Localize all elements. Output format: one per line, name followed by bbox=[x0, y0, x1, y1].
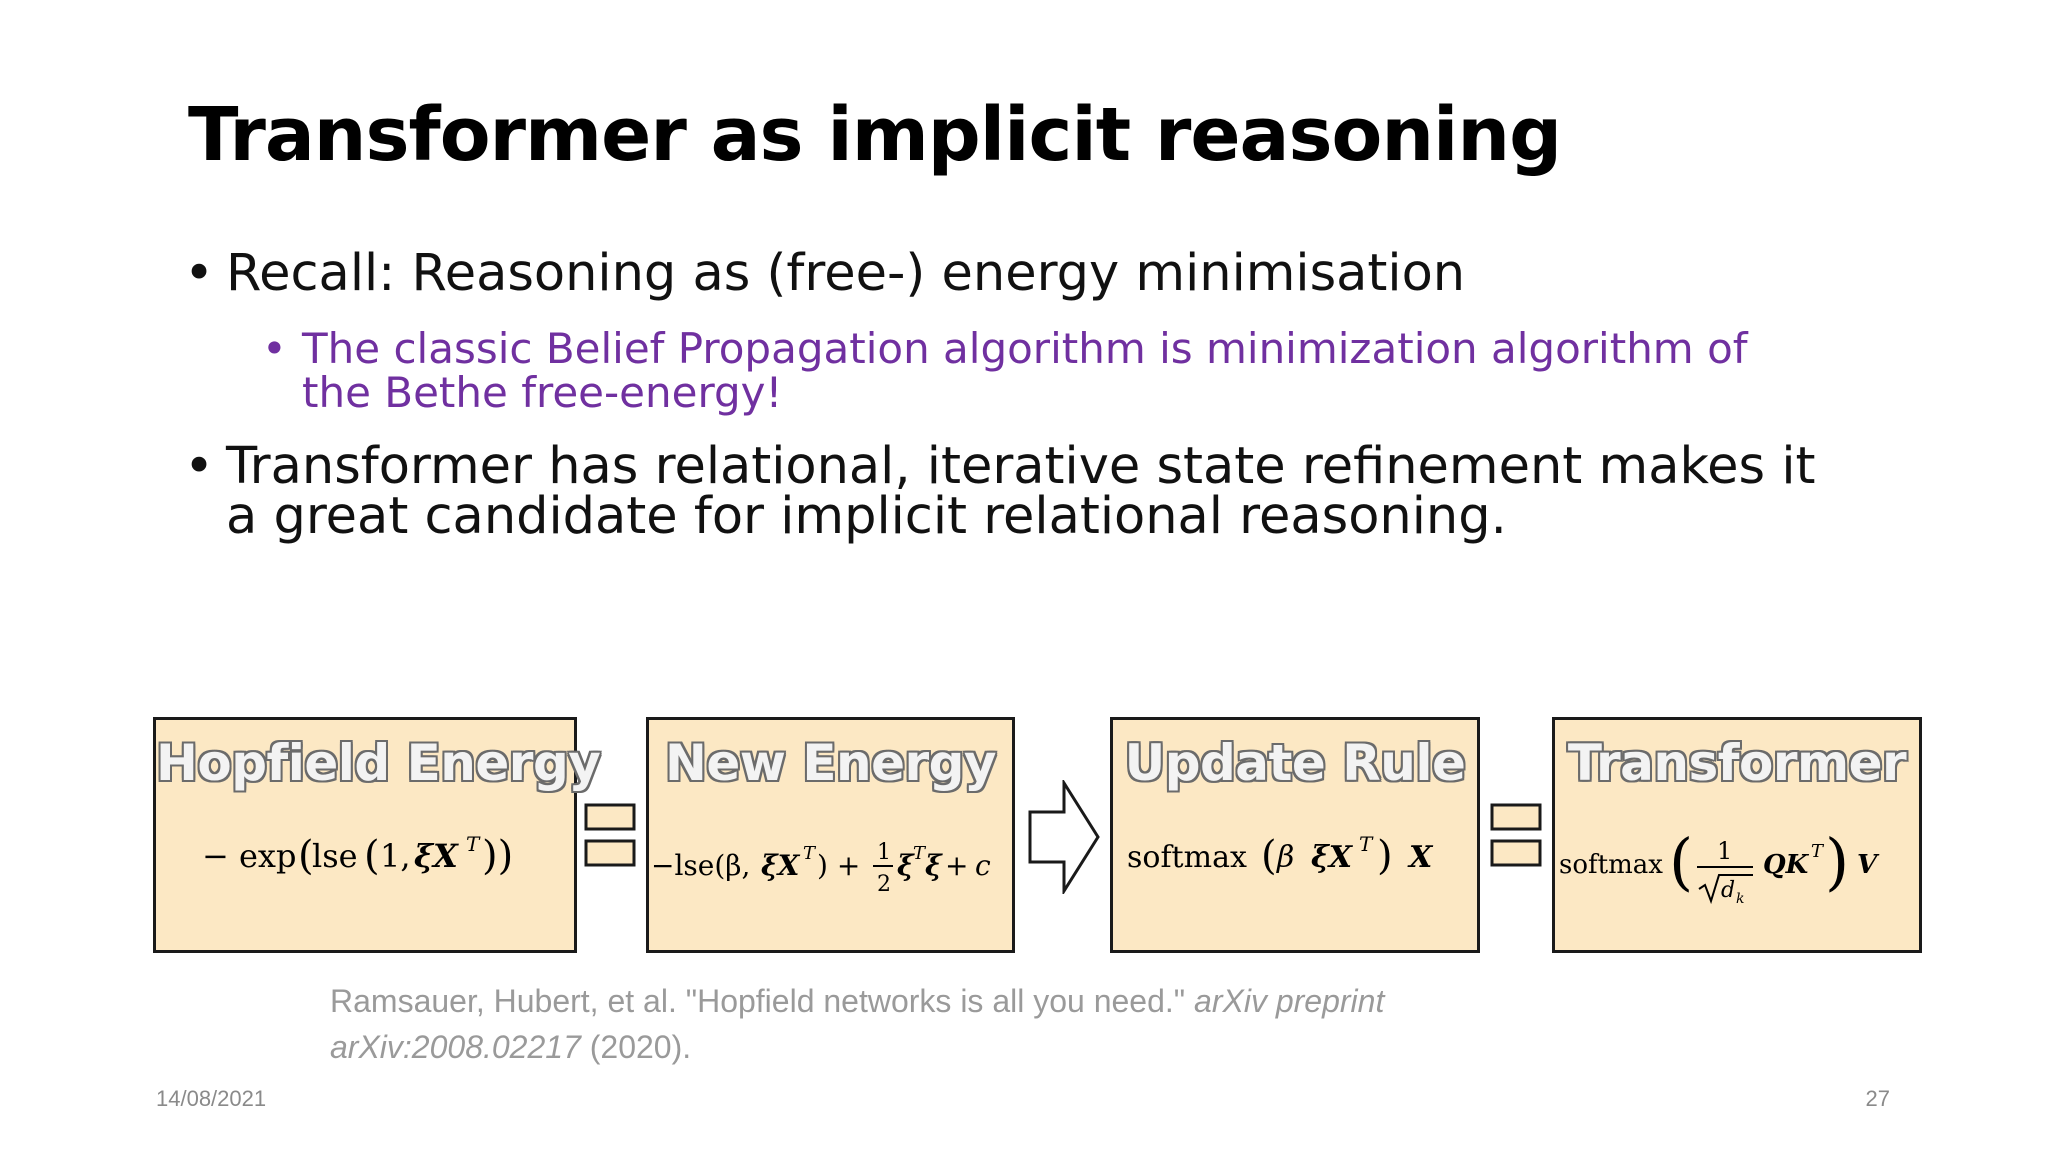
formula-update-rule: softmax ( β ξX T ) X bbox=[1113, 825, 1477, 885]
sub-bullet-1: • The classic Belief Propagation algorit… bbox=[262, 324, 1802, 417]
svg-text:1: 1 bbox=[1717, 837, 1732, 865]
formula-svg: − exp ( lse ( 1, ξX T )) bbox=[202, 832, 513, 879]
box-update-rule: Update Rule softmax ( β ξX T ) X bbox=[1110, 717, 1480, 953]
bullet-2-text: Transformer has relational, iterative st… bbox=[226, 437, 1816, 546]
bullet-dot: • bbox=[184, 437, 215, 496]
slide-title: Transformer as implicit reasoning bbox=[188, 92, 1562, 178]
svg-text:)): )) bbox=[482, 833, 513, 879]
svg-text:T: T bbox=[466, 832, 481, 856]
bullet-2: • Transformer has relational, iterative … bbox=[184, 441, 1826, 542]
sub-bullet-dot: • bbox=[262, 324, 287, 373]
page-number: 27 bbox=[1865, 1086, 1890, 1111]
sub-bullet-1-text: The classic Belief Propagation algorithm… bbox=[302, 324, 1748, 417]
box-title: Update Rule bbox=[1124, 734, 1466, 792]
svg-text:): ) bbox=[1377, 833, 1393, 879]
citation-journal: arXiv preprint arXiv:2008.02217 bbox=[330, 983, 1385, 1065]
svg-text:1,: 1, bbox=[380, 837, 411, 875]
svg-text:T: T bbox=[1359, 832, 1374, 856]
svg-text:ξ: ξ bbox=[897, 849, 915, 882]
bullet-1: • Recall: Reasoning as (free-) energy mi… bbox=[184, 248, 1826, 299]
svg-text:k: k bbox=[1736, 891, 1744, 907]
svg-text:(: ( bbox=[1261, 833, 1277, 879]
svg-text:+: + bbox=[945, 849, 968, 882]
svg-text:T: T bbox=[1811, 841, 1825, 862]
svg-text:softmax: softmax bbox=[1559, 850, 1663, 880]
formula-svg: softmax ( β ξX T ) X bbox=[1127, 832, 1434, 879]
svg-text:QK: QK bbox=[1763, 850, 1810, 880]
svg-text:V: V bbox=[1857, 850, 1880, 880]
svg-text:T: T bbox=[913, 843, 927, 864]
bullet-dot: • bbox=[184, 244, 215, 303]
svg-text:1: 1 bbox=[877, 840, 891, 865]
box-title: Hopfield Energy bbox=[156, 734, 601, 792]
citation-authors: Ramsauer, Hubert, et al. "Hopfield netwo… bbox=[330, 983, 1195, 1019]
formula-svg: softmax ( 1 d k QK T ) V bbox=[1559, 825, 1880, 907]
citation-year: (2020). bbox=[580, 1029, 692, 1065]
svg-text:d: d bbox=[1721, 878, 1735, 903]
svg-text:) +: ) + bbox=[817, 849, 860, 882]
citation: Ramsauer, Hubert, et al. "Hopfield netwo… bbox=[330, 978, 1630, 1070]
svg-text:ξX: ξX bbox=[761, 849, 801, 882]
svg-text:−lse(β,: −lse(β, bbox=[651, 849, 750, 882]
box-new-energy: New Energy −lse(β, ξX T ) + 1 2 ξ T ξ + … bbox=[646, 717, 1015, 953]
svg-text:ξX: ξX bbox=[1311, 840, 1354, 875]
svg-text:2: 2 bbox=[877, 872, 891, 897]
svg-text:T: T bbox=[803, 843, 817, 864]
equals-connector bbox=[584, 803, 636, 867]
arrow-connector bbox=[1028, 780, 1100, 894]
box-title: Transformer bbox=[1567, 734, 1907, 792]
svg-text:softmax: softmax bbox=[1127, 840, 1247, 875]
formula-transformer: softmax ( 1 d k QK T ) V bbox=[1555, 825, 1919, 915]
formula-new-energy: −lse(β, ξX T ) + 1 2 ξ T ξ + c bbox=[649, 825, 1012, 905]
svg-text:lse: lse bbox=[312, 837, 358, 875]
footer-date: 14/08/2021 bbox=[156, 1086, 267, 1111]
box-transformer: Transformer softmax ( 1 d k QK T ) V bbox=[1552, 717, 1922, 953]
svg-text:c: c bbox=[975, 849, 991, 882]
svg-text:− exp: − exp bbox=[202, 837, 296, 875]
formula-hopfield-energy: − exp ( lse ( 1, ξX T )) bbox=[156, 825, 574, 885]
bullet-1-text: Recall: Reasoning as (free-) energy mini… bbox=[226, 244, 1466, 303]
svg-text:): ) bbox=[1825, 825, 1849, 898]
box-hopfield-energy: Hopfield Energy − exp ( lse ( 1, ξX T )) bbox=[153, 717, 601, 953]
svg-text:(: ( bbox=[364, 833, 380, 879]
formula-svg: −lse(β, ξX T ) + 1 2 ξ T ξ + c bbox=[651, 840, 991, 897]
svg-text:X: X bbox=[1407, 840, 1434, 875]
svg-text:(: ( bbox=[1669, 825, 1693, 898]
equals-connector bbox=[1490, 803, 1542, 867]
svg-text:ξX: ξX bbox=[414, 837, 459, 875]
svg-text:(: ( bbox=[298, 833, 314, 879]
svg-text:β: β bbox=[1276, 840, 1294, 875]
svg-text:ξ: ξ bbox=[925, 849, 943, 882]
box-title: New Energy bbox=[664, 734, 997, 792]
